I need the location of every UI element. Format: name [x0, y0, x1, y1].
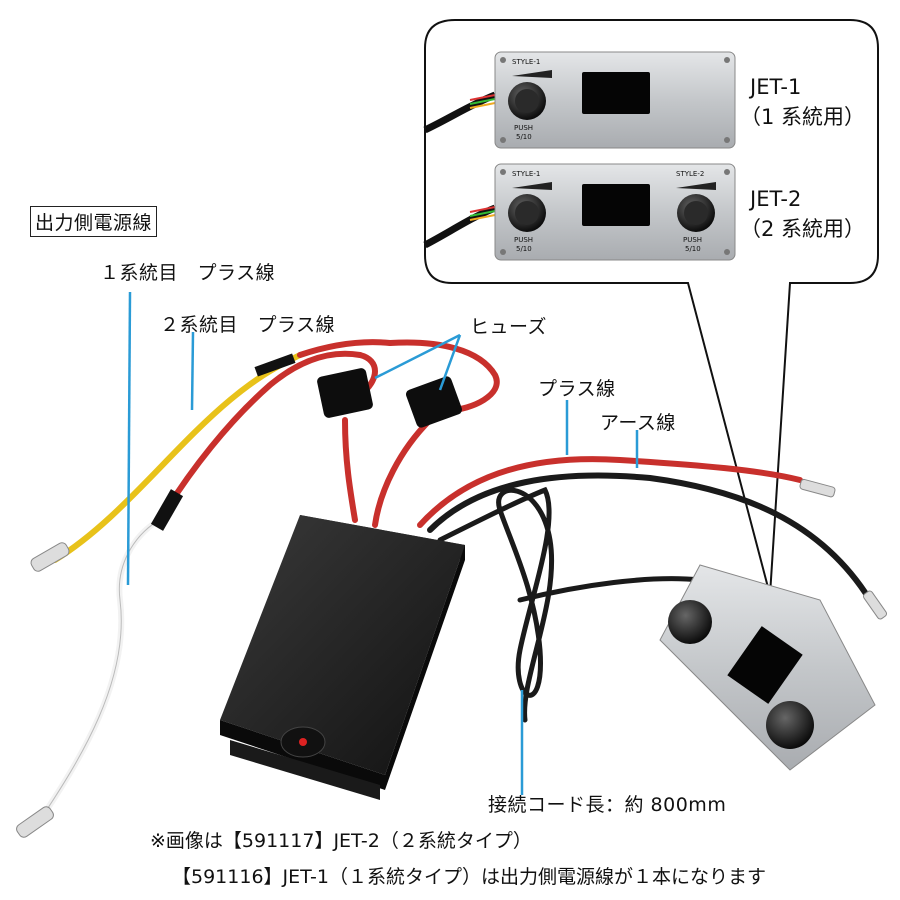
jet1-push-text: PUSH — [514, 124, 534, 132]
control-box — [220, 515, 465, 800]
note-line-1: ※画像は【591117】JET-2（２系統タイプ） — [150, 830, 532, 852]
jet2-style2-text: STYLE-2 — [676, 170, 705, 178]
jet2-ratio-text: 5/10 — [516, 245, 532, 253]
output-power-line-label: 出力側電源線 — [30, 206, 158, 237]
plus-line-label: プラス線 — [538, 378, 616, 400]
fuse-label: ヒューズ — [470, 316, 548, 338]
wires — [16, 339, 888, 838]
jet2-ratio2-text: 5/10 — [685, 245, 701, 253]
jet1-name: JET-1 — [750, 75, 802, 99]
jet2-push-text: PUSH — [514, 236, 534, 244]
system1-plus-label: １系統目 プラス線 — [100, 262, 276, 284]
leader-lines — [126, 291, 639, 795]
note-line-2: 【591116】JET-1（１系統タイプ）は出力側電源線が１本になります — [172, 866, 766, 888]
jet2-push2-text: PUSH — [683, 236, 703, 244]
controller-unit — [659, 564, 876, 771]
jet1-ratio-text: 5/10 — [516, 133, 532, 141]
jet2-style1-text: STYLE-1 — [512, 170, 541, 178]
cord-length-label: 接続コード長：約 800mm — [488, 794, 727, 816]
earth-line-label: アース線 — [600, 412, 676, 434]
jet2-name: JET-2 — [750, 187, 802, 211]
jet1-sub: （1 系統用） — [740, 105, 866, 129]
jet1-style1-text: STYLE-1 — [512, 58, 541, 66]
jet2-panel — [423, 163, 736, 261]
system2-plus-label: ２系統目 プラス線 — [160, 314, 336, 336]
jet1-panel — [423, 51, 736, 149]
jet2-sub: （2 系統用） — [740, 217, 866, 241]
fuse-holders — [317, 368, 462, 428]
